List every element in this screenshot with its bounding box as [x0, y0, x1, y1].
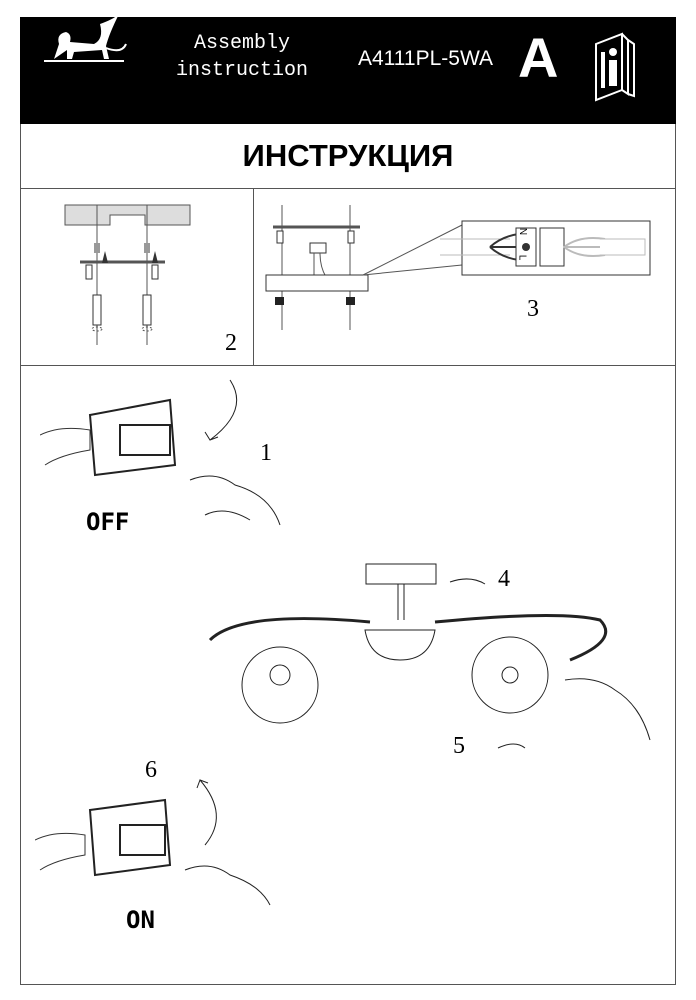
divider: [20, 365, 676, 366]
divider: [253, 188, 254, 365]
doc-type: Assembly instruction: [172, 30, 312, 84]
step-number: 3: [527, 296, 539, 322]
class-letter: A: [518, 26, 559, 89]
step-number: 6: [145, 757, 157, 783]
wiring-diagram: [265, 205, 651, 330]
wall-switch-off-diagram: [40, 379, 281, 526]
switch-off-label: OFF: [86, 508, 130, 536]
doc-type-line2: instruction: [175, 59, 309, 82]
header-bar: [20, 17, 676, 124]
step-number: 5: [453, 733, 465, 759]
ceiling-mount-diagram: [64, 204, 191, 345]
brand-sub: LAMP: [47, 99, 131, 110]
lamp-diagram: [208, 563, 651, 749]
page-title: ИНСТРУКЦИЯ: [20, 124, 676, 189]
neutral-label: N: [517, 227, 529, 236]
step-number: 4: [498, 566, 510, 592]
wall-switch-on-diagram: [35, 779, 271, 906]
step-number: 2: [225, 330, 237, 356]
brand-logo: ARTE LAMP: [34, 14, 134, 110]
winged-lion-icon: [44, 14, 127, 62]
live-label: L: [516, 254, 528, 261]
switch-on-label: ON: [126, 906, 155, 934]
doc-type-line1: Assembly: [193, 32, 290, 55]
manual-book-icon: [595, 32, 635, 102]
step-number: 1: [260, 440, 272, 466]
model-number: A4111PL-5WA: [358, 47, 494, 70]
brand-name: ARTE: [47, 67, 122, 100]
